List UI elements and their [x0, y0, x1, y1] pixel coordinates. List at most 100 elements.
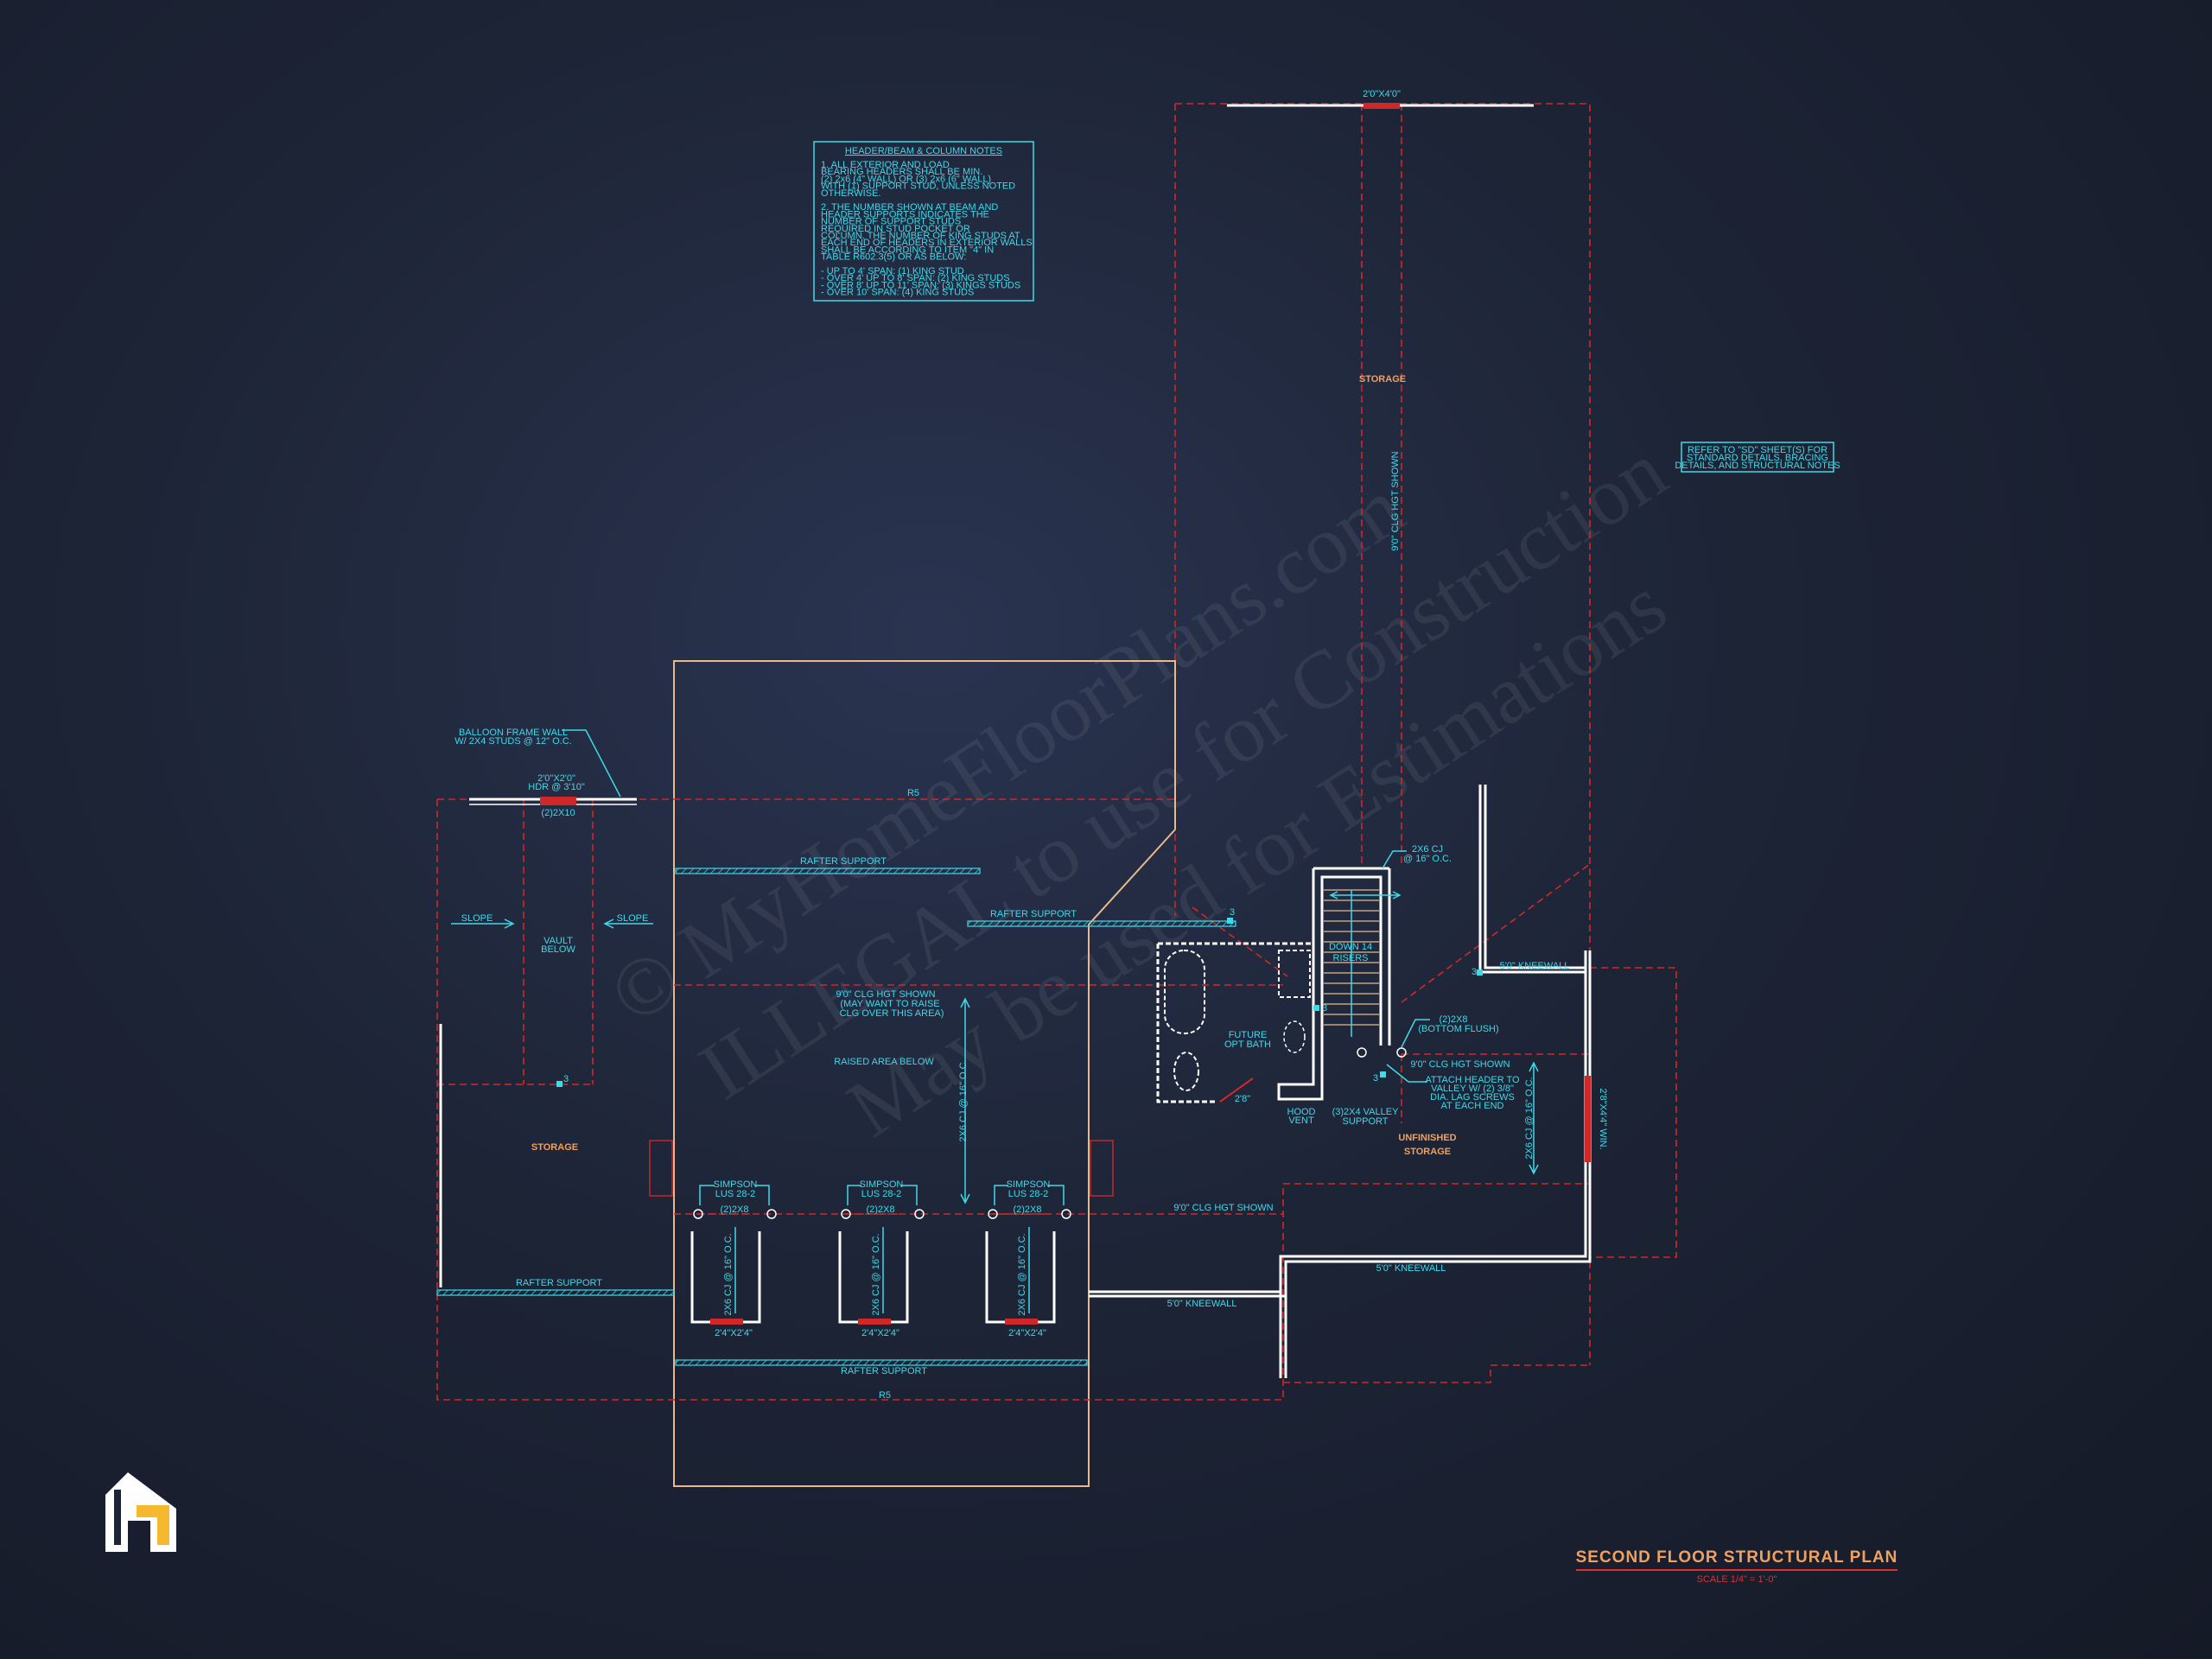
rafter-support-4	[675, 1359, 1088, 1366]
bay-2-cj: 2X6 CJ @ 16" O.C.	[871, 1233, 881, 1315]
header-beam-notes: HEADER/BEAM & COLUMN NOTES 1. ALL EXTERI…	[813, 141, 1034, 302]
watermark-line-2: ILLEGAL to use for Construction	[683, 423, 1681, 1116]
notes-line: - OVER 8' UP TO 11' SPAN: (3) KINGS STUD…	[821, 280, 1020, 290]
clg-lower-label: 9'0" CLG HGT SHOWN	[1173, 1203, 1273, 1213]
rafter-support-1-label: RAFTER SUPPORT	[800, 856, 887, 867]
support-count-4: 3	[1230, 907, 1235, 918]
clg-mid-2: (MAY WANT TO RAISE	[840, 999, 939, 1009]
bay-3-simpson-3: (2)2X8	[1013, 1205, 1041, 1215]
plan-title: SECOND FLOOR STRUCTURAL PLAN	[1575, 1548, 1898, 1571]
clg-mid-3: CLG OVER THIS AREA)	[840, 1008, 944, 1019]
stair: DOWN 14 RISERS 2X6 CJ @ 16" O.C.	[1277, 844, 1452, 1101]
kneewall-label-3: 5'0" KNEEWALL	[1500, 961, 1570, 971]
attach-label-1: ATTACH HEADER TO	[1425, 1075, 1520, 1085]
bath-label-1: FUTURE	[1229, 1030, 1268, 1040]
rafter-support-2	[967, 920, 1236, 927]
notes-line: TABLE R602.3(5) OR AS BELOW:	[821, 252, 966, 263]
refer-note: REFER TO "SD" SHEET(S) FOR STANDARD DETA…	[1675, 442, 1840, 473]
support-count-2: 3	[1471, 967, 1477, 977]
notes-title: HEADER/BEAM & COLUMN NOTES	[845, 146, 1002, 156]
attach-label-2: VALLEY W/ (2) 3/8"	[1431, 1084, 1514, 1094]
hdr-label-3: (2)2X10	[541, 808, 575, 818]
slope-right-label: SLOPE	[617, 913, 649, 924]
hood-label-1: HOOD	[1287, 1107, 1316, 1117]
hdr-label-1: 2'0"X2'0"	[537, 773, 575, 784]
attach-label-4: AT EACH END	[1441, 1101, 1504, 1111]
vault-label-2: BELOW	[541, 944, 575, 955]
clg-right-label: 9'0" CLG HGT SHOWN	[1410, 1059, 1510, 1070]
clg-mid-1: 9'0" CLG HGT SHOWN	[836, 989, 935, 1000]
bay-1-simpson-3: (2)2X8	[720, 1205, 748, 1215]
support-count-5: 3	[1373, 1073, 1378, 1084]
notes-line: WITH (1) SUPPORT STUD, UNLESS NOTED	[821, 181, 1015, 192]
notes-line: (2) 2x6 (4" WALL) OR (3) 2x6 (6" WALL)	[821, 174, 991, 184]
bay-2-simpson-2: LUS 28-2	[861, 1189, 901, 1199]
cj-mid-label: 2X6 CJ @ 16" O.C.	[958, 1059, 969, 1141]
balloon-frame-wall: BALLOON FRAME WALL W/ 2X4 STUDS @ 12" O.…	[454, 728, 637, 818]
notes-line: NUMBER OF SUPPORT STUDS	[821, 217, 961, 227]
raised-area-label: RAISED AREA BELOW	[834, 1057, 934, 1067]
clg-vertical-label: 9'0" CLG HGT SHOWN	[1390, 451, 1401, 550]
r5-top-label: R5	[907, 788, 919, 798]
cj-stair-2: @ 16" O.C.	[1403, 854, 1452, 864]
bay-3-simpson-1: SIMPSON	[1007, 1179, 1051, 1190]
hdr-label-2: HDR @ 3'10"	[528, 782, 585, 792]
window-top-label: 2'0"X4'0"	[1363, 89, 1401, 99]
rafter-support-3	[436, 1289, 675, 1296]
bay-3-cj: 2X6 CJ @ 16" O.C.	[1017, 1233, 1027, 1315]
bay-1-simpson-2: LUS 28-2	[715, 1189, 755, 1199]
title-block: SECOND FLOOR STRUCTURAL PLAN SCALE 1/4" …	[1573, 1548, 1901, 1585]
flush-label-2: (BOTTOM FLUSH)	[1418, 1024, 1498, 1034]
bay-2-opening: 2'4"X2'4"	[861, 1328, 899, 1338]
notes-line: - OVER 10' SPAN: (4) KING STUDS	[821, 288, 974, 298]
bay-3-opening: 2'4"X2'4"	[1008, 1328, 1046, 1338]
slope-left-label: SLOPE	[461, 913, 493, 924]
flush-label-1: (2)2X8	[1439, 1014, 1467, 1025]
notes-line: HEADER SUPPORTS INDICATES THE	[821, 209, 989, 219]
rafter-support-2-label: RAFTER SUPPORT	[990, 909, 1077, 919]
cj-right-label: 2X6 CJ @ 16" O.C.	[1524, 1077, 1535, 1159]
kneewall-label-1: 5'0" KNEEWALL	[1167, 1299, 1237, 1309]
watermark: © MyHomeFloorPlans.com ILLEGAL to use fo…	[594, 423, 1682, 1154]
support-count-1: 3	[563, 1074, 569, 1084]
stair-down-2: RISERS	[1333, 953, 1369, 963]
notes-line: COLUMN. THE NUMBER OF KING STUDS AT	[821, 231, 1020, 241]
right-window-header	[1585, 1076, 1591, 1162]
notes-line: SHALL BE ACCORDING TO ITEM "4" IN	[821, 245, 994, 255]
valley-label-1: (3)2X4 VALLEY	[1332, 1107, 1400, 1117]
rafter-support-4-label: RAFTER SUPPORT	[841, 1366, 927, 1376]
refer-line-1: REFER TO "SD" SHEET(S) FOR	[1688, 445, 1827, 455]
column-left	[649, 1140, 673, 1197]
balloon-label-2: W/ 2X4 STUDS @ 12" O.C.	[454, 736, 572, 747]
refer-line-2: STANDARD DETAILS, BRACING	[1687, 453, 1828, 463]
vault-label-1: VAULT	[543, 936, 573, 946]
cj-stair-1: 2X6 CJ	[1412, 844, 1443, 855]
unfinished-label-2: STORAGE	[1404, 1147, 1451, 1157]
bay-3: SIMPSON LUS 28-2 (2)2X8 2X6 CJ @ 16" O.C…	[985, 1179, 1071, 1338]
rafter-support-3-label: RAFTER SUPPORT	[516, 1278, 602, 1288]
attach-label-3: DIA. LAG SCREWS	[1430, 1092, 1515, 1103]
storage-top-label: STORAGE	[1359, 374, 1406, 385]
column-right	[1090, 1140, 1114, 1197]
bay-1-cj: 2X6 CJ @ 16" O.C.	[723, 1233, 734, 1315]
notes-line: OTHERWISE.	[821, 188, 880, 199]
balloon-label-1: BALLOON FRAME WALL	[459, 728, 568, 738]
bay-1-opening: 2'4"X2'4"	[715, 1328, 753, 1338]
stair-down-1: DOWN 14	[1329, 942, 1372, 952]
bay-2-simpson-1: SIMPSON	[860, 1179, 904, 1190]
notes-line: - OVER 4' UP TO 8' SPAN: (2) KING STUDS	[821, 273, 1010, 283]
support-count-3: 3	[1322, 1003, 1327, 1014]
dim-28-label: 2'8"	[1235, 1094, 1250, 1104]
rafter-support-1	[675, 868, 981, 874]
valley-label-2: SUPPORT	[1343, 1116, 1389, 1127]
unfinished-label-1: UNFINISHED	[1398, 1133, 1456, 1143]
notes-line: - UP TO 4' SPAN: (1) KING STUD	[821, 266, 964, 276]
bay-2: SIMPSON LUS 28-2 (2)2X8 2X6 CJ @ 16" O.C…	[838, 1179, 925, 1338]
win-right-label: 2'8"X4'4" WIN.	[1598, 1088, 1608, 1149]
notes-line: REQUIRED IN STUD POCKET OR	[821, 224, 970, 234]
notes-line: 2. THE NUMBER SHOWN AT BEAM AND	[821, 202, 998, 213]
bay-3-simpson-2: LUS 28-2	[1008, 1189, 1048, 1199]
r5-bottom-label: R5	[879, 1390, 891, 1401]
